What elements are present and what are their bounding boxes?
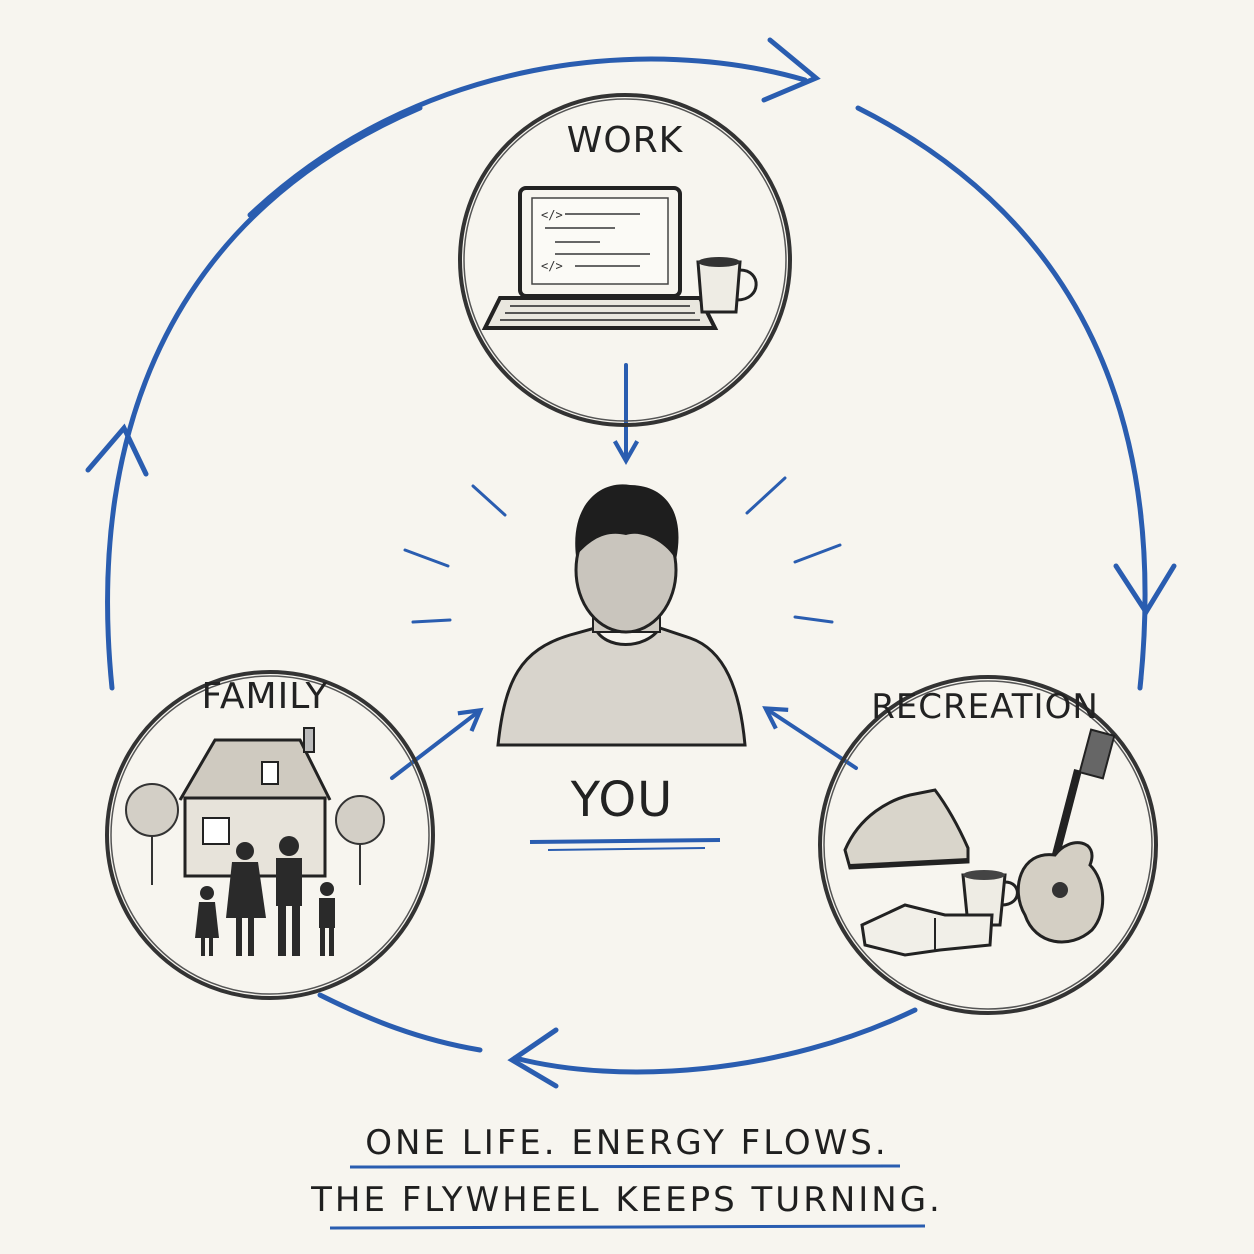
caption-line-2: THE FLYWHEEL KEEPS TURNING. (311, 1180, 943, 1220)
caption-line-1: ONE LIFE. ENERGY FLOWS. (365, 1123, 889, 1163)
arrow-recreation-to-you (762, 706, 858, 770)
book-icon (860, 903, 994, 957)
arrow-right-arc (855, 105, 1148, 691)
house-icon (178, 727, 332, 878)
recreation-label: RECREATION (871, 687, 1099, 727)
work-node: WORK </> </> (458, 93, 792, 427)
recreation-circle (818, 675, 1158, 1015)
tree-icon (125, 783, 385, 885)
family-label: FAMILY (202, 676, 329, 717)
sneaker-icon (843, 788, 970, 870)
arrow-bottom-arc (512, 1007, 918, 1075)
laptop-icon: </> </> (481, 186, 719, 330)
arrowhead-top (761, 37, 821, 103)
work-circle (458, 93, 792, 427)
arrowhead-right (1113, 563, 1177, 617)
arrow-family-to-you (390, 707, 484, 780)
recreation-node: RECREATION (818, 675, 1158, 1015)
arrow-family-to-top (105, 105, 423, 691)
you-label: YOU (570, 772, 674, 828)
cycle-arrows (85, 37, 1177, 1089)
svg-text:</>: </> (541, 259, 563, 273)
family-circle (105, 670, 435, 1000)
you-underline (529, 838, 721, 844)
arrowhead-bottom (507, 1027, 559, 1089)
you-person-icon (496, 484, 747, 747)
energy-rays (403, 476, 842, 624)
coffee-mug-icon (696, 257, 758, 314)
family-node: FAMILY (105, 670, 435, 1000)
caption-underline-1 (349, 1164, 901, 1169)
family-people-icon (195, 836, 335, 956)
arrowhead-family-up (85, 423, 149, 477)
caption-underline-2 (329, 1224, 926, 1230)
arrow-bottom-left (317, 992, 483, 1053)
arrow-top-arc (247, 56, 808, 218)
coffee-cup-icon (961, 870, 1019, 927)
svg-text:</>: </> (541, 208, 563, 222)
guitar-icon (1016, 728, 1116, 944)
work-label: WORK (567, 120, 684, 161)
